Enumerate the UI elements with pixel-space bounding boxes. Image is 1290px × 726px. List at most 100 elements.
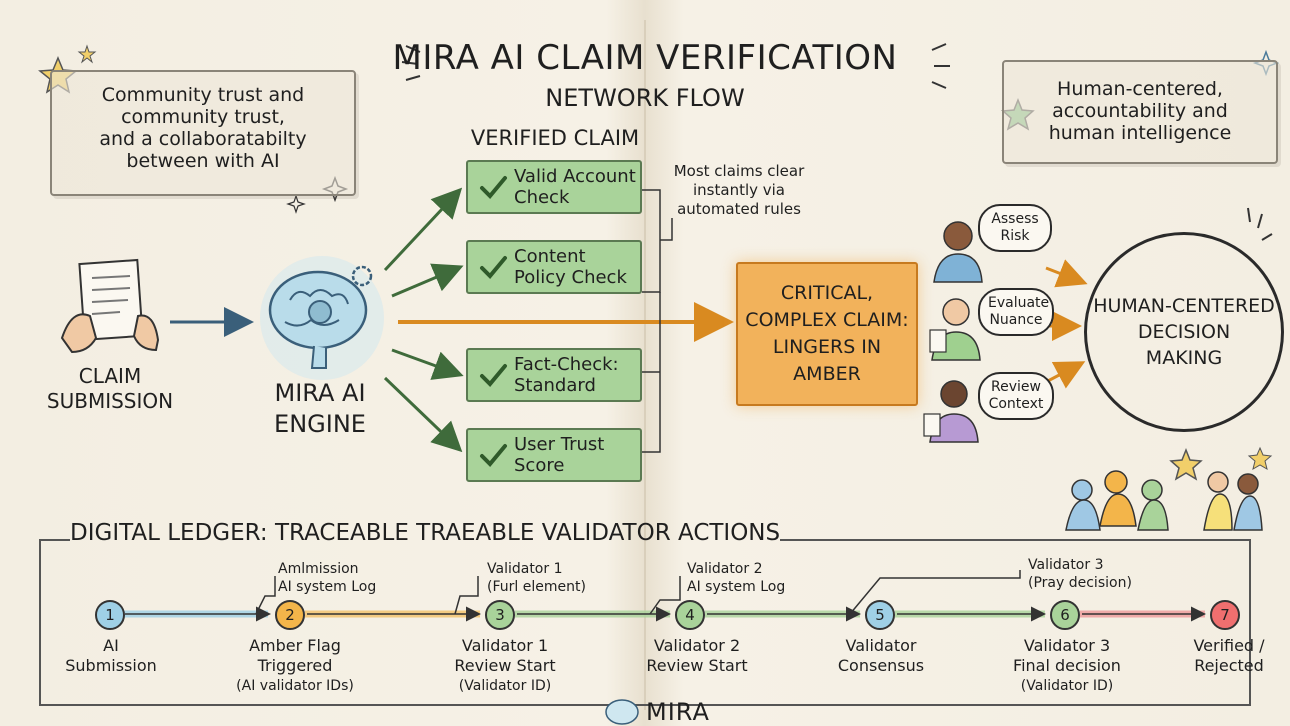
- verified-claim-heading: VERIFIED CLAIM: [470, 126, 640, 150]
- bubble-line: Assess: [991, 211, 1039, 227]
- note-line: Human-centered,: [1057, 78, 1223, 100]
- note-line: instantly via: [693, 181, 785, 199]
- star-icon: [1247, 446, 1273, 471]
- label-line: ENGINE: [274, 410, 366, 438]
- ledger-label-line: Submission: [65, 656, 157, 675]
- check-label: Content: [514, 246, 586, 267]
- ledger-node-7: 7: [1210, 600, 1240, 630]
- amber-line: COMPLEX CLAIM:: [745, 309, 909, 331]
- reviewer-person-icon: [933, 221, 983, 283]
- ledger-label-6: Validator 3 Final decision (Validator ID…: [982, 636, 1152, 696]
- evaluate-nuance-bubble: Evaluate Nuance: [978, 288, 1054, 336]
- check-label: Check: [514, 187, 570, 208]
- ledger-label-5: Validator Consensus: [796, 636, 966, 676]
- note-line: Most claims clear: [673, 162, 805, 180]
- ledger-label-line: Validator: [845, 636, 917, 655]
- bracket-auto-note: [642, 189, 673, 293]
- amber-line: AMBER: [793, 363, 861, 385]
- bubble-line: Review: [991, 379, 1041, 395]
- bubble-line: Risk: [1000, 228, 1030, 244]
- mira-logo-icon: [605, 699, 639, 725]
- bubble-line: Nuance: [989, 312, 1043, 328]
- page-title: MIRA AI CLAIM VERIFICATION: [392, 38, 898, 78]
- ledger-label-line: Review Start: [454, 656, 556, 675]
- arrow-reviewer-3: [1045, 361, 1086, 389]
- sparkle-icon: [286, 194, 306, 214]
- human-centered-note: Human-centered, accountability and human…: [1002, 60, 1278, 164]
- label-line: CLAIM: [78, 364, 142, 388]
- human-decision-circle: HUMAN-CENTERED DECISION MAKING: [1084, 232, 1284, 432]
- check-label: Valid Account: [514, 166, 636, 187]
- ledger-label-line: Validator 2: [653, 636, 741, 655]
- reviewer-person-icon: [929, 298, 981, 361]
- ledger-title: DIGITAL LEDGER: TRACEABLE TRAEABLE VALID…: [70, 520, 781, 546]
- arrow-engine-to-check-1: [383, 187, 463, 272]
- claim-submission-label: CLAIM SUBMISSION: [40, 364, 180, 414]
- engine-label: MIRA AI ENGINE: [240, 378, 400, 440]
- claim-document-icon: [78, 258, 144, 341]
- ledger-label-7: Verified / Rejected: [1144, 636, 1290, 676]
- ledger-label-line: Rejected: [1194, 656, 1264, 675]
- arrow-reviewer-1: [1045, 259, 1088, 288]
- ledger-callout-3: Validator 1 (Furl element): [487, 560, 586, 596]
- check-label: Score: [514, 455, 565, 476]
- callout-line: (Pray decision): [1028, 575, 1132, 591]
- label-line: SUBMISSION: [46, 389, 174, 413]
- note-line: community trust,: [121, 106, 285, 128]
- team-group-icon: [1065, 470, 1263, 531]
- note-line: between with AI: [126, 150, 280, 172]
- page-subtitle: NETWORK FLOW: [545, 84, 745, 112]
- footer-logo-text: MIRA: [646, 698, 710, 726]
- callout-line: AI system Log: [687, 579, 786, 595]
- label-line: MIRA AI: [274, 379, 366, 407]
- ledger-label-1: AI Submission: [26, 636, 196, 676]
- reviewer-person-icon: [923, 380, 979, 443]
- callout-line: Validator 3: [1028, 557, 1104, 573]
- check-label: Standard: [514, 375, 596, 396]
- ledger-label-line: Verified /: [1193, 636, 1265, 655]
- amber-line: LINGERS IN: [772, 336, 882, 358]
- check-label: Fact-Check:: [514, 354, 619, 375]
- ledger-frame: [39, 539, 1251, 706]
- note-line: and a collaboratabilty: [99, 128, 307, 150]
- amber-line: CRITICAL,: [780, 282, 874, 304]
- arrow-engine-to-check-2: [391, 263, 464, 298]
- checkmark-icon: [480, 176, 507, 199]
- note-line: accountability and: [1052, 100, 1228, 122]
- bubble-line: Context: [988, 396, 1044, 412]
- checkmark-icon: [480, 256, 507, 279]
- ledger-callout-4: Validator 2 AI system Log: [687, 560, 785, 596]
- ledger-label-line: Review Start: [646, 656, 748, 675]
- check-label: User Trust: [514, 434, 605, 455]
- ledger-label-sub: (AI validator IDs): [236, 678, 354, 694]
- ledger-callout-2: Amlmission AI system Log: [278, 560, 376, 596]
- check-fact-check: Fact-Check:Standard: [466, 348, 642, 402]
- arrow-engine-to-check-4: [383, 376, 463, 453]
- note-line: automated rules: [677, 200, 801, 218]
- decision-line: MAKING: [1145, 347, 1223, 369]
- review-context-bubble: Review Context: [978, 372, 1054, 420]
- ledger-label-2: Amber Flag Triggered (AI validator IDs): [210, 636, 380, 696]
- callout-line: AI system Log: [278, 579, 377, 595]
- star-icon: [1169, 447, 1203, 481]
- checkmark-icon: [480, 444, 507, 467]
- decision-line: HUMAN-CENTERED: [1093, 295, 1275, 317]
- callout-line: Amlmission: [278, 561, 359, 577]
- ledger-label-line: Triggered: [257, 656, 333, 675]
- ledger-label-line: Final decision: [1013, 656, 1121, 675]
- callout-line: Validator 1: [487, 561, 563, 577]
- ledger-label-line: Validator 3: [1023, 636, 1111, 655]
- ledger-label-3: Validator 1 Review Start (Validator ID): [420, 636, 590, 696]
- check-label: Policy Check: [514, 267, 627, 288]
- hands-icon: [60, 313, 160, 354]
- note-line: human intelligence: [1048, 122, 1232, 144]
- ledger-label-sub: (Validator ID): [458, 678, 552, 694]
- assess-risk-bubble: Assess Risk: [978, 204, 1052, 252]
- arrow-engine-to-check-3: [391, 348, 464, 380]
- community-trust-note: Community trust and community trust, and…: [50, 70, 356, 196]
